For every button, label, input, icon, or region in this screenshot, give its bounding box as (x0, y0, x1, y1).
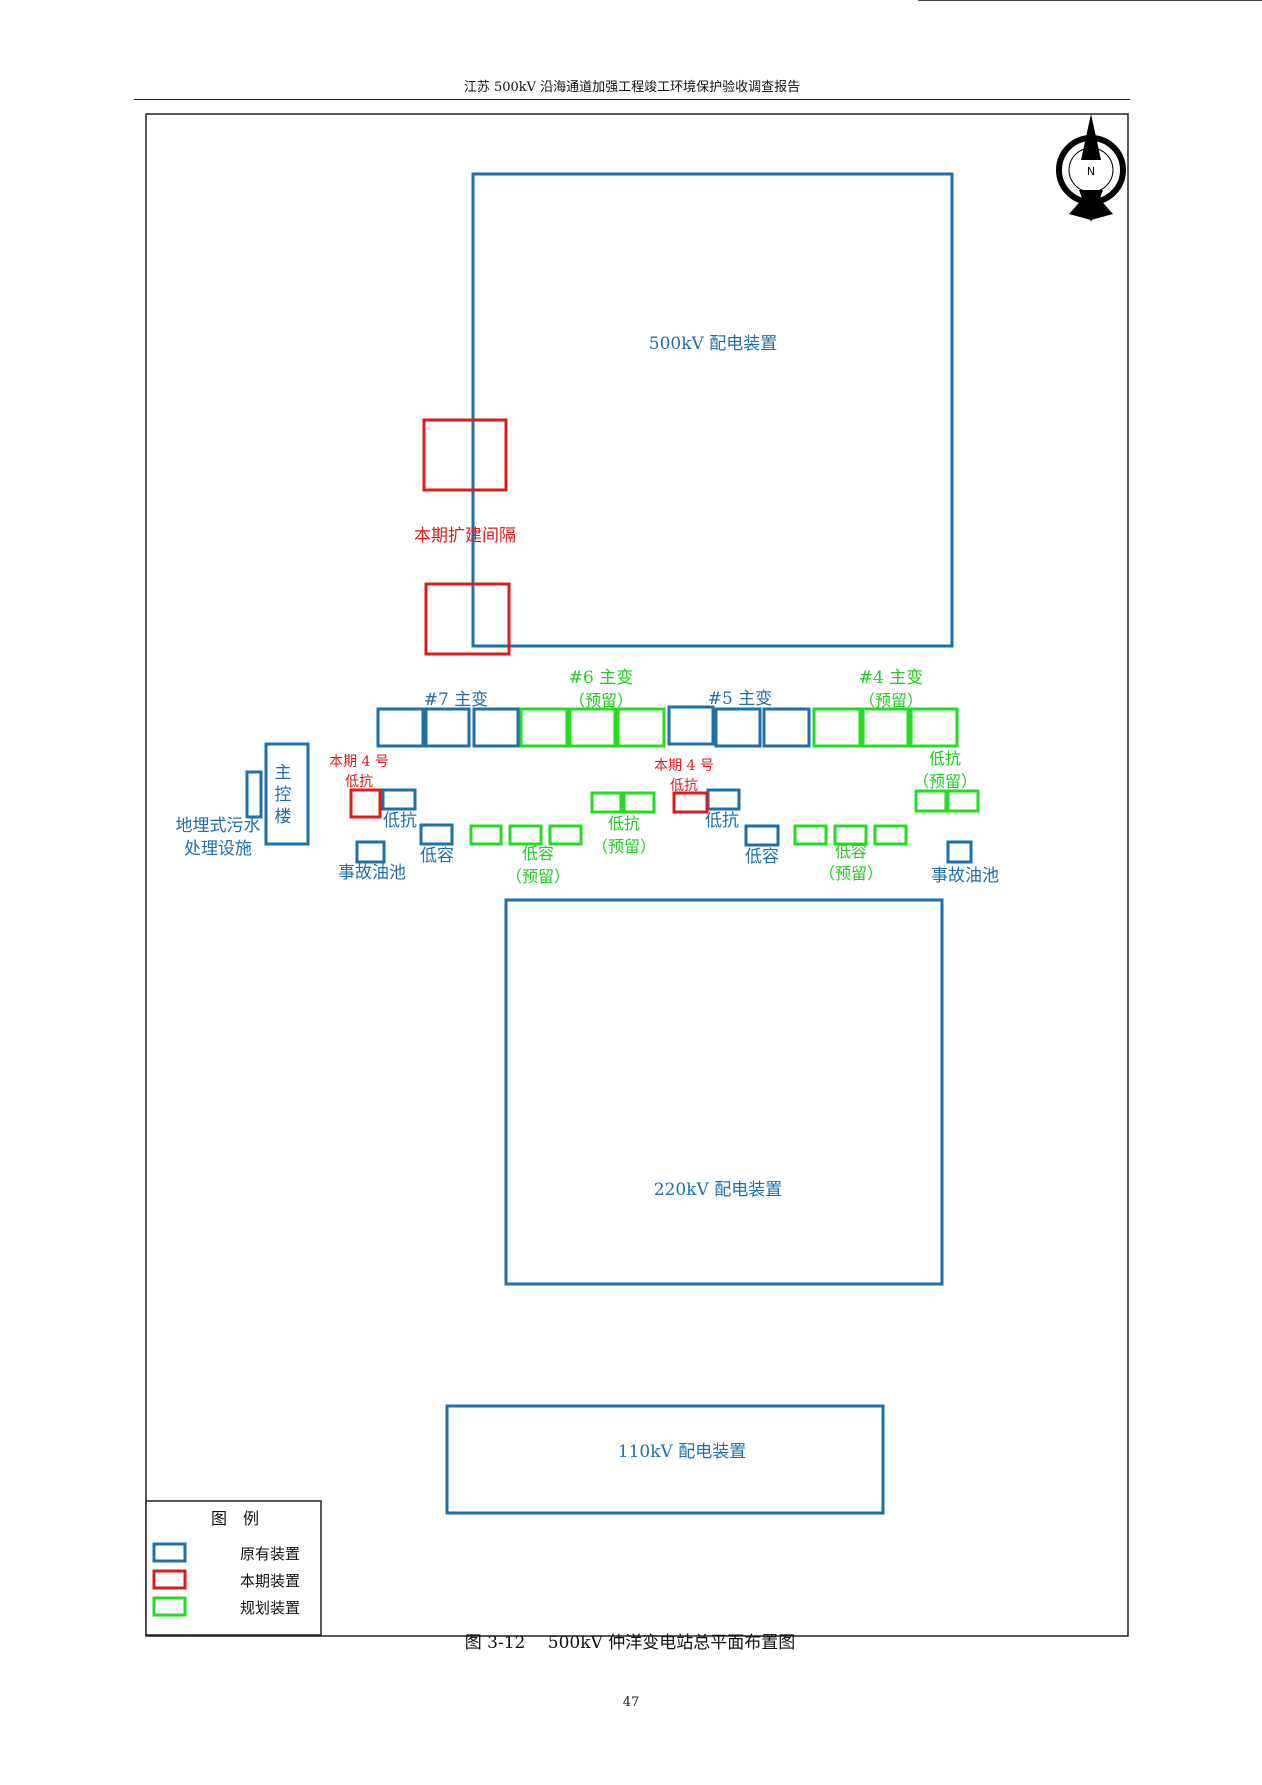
north-arrow-icon: N (1056, 114, 1126, 222)
planned-reactor-right-label: 低抗 (929, 749, 961, 768)
planned-reactor-mid-label: 低抗 (608, 814, 640, 833)
legend-box (145, 1500, 322, 1636)
capacitor-left (419, 823, 454, 846)
legend-title: 图 例 (211, 1509, 259, 1528)
oil-pit-right-label: 事故油池 (931, 866, 999, 886)
sewage-facility (245, 770, 263, 819)
reactor-right-label: 低抗 (705, 811, 739, 831)
corner-rule (918, 0, 1262, 1)
header-rule (134, 99, 1130, 100)
current-reactor-right-label-1: 本期 4 号 (654, 758, 714, 774)
legend-label-planned: 规划装置 (240, 1599, 300, 1617)
t5-unit-a (667, 705, 715, 746)
capacitor-right-label: 低容 (745, 847, 779, 867)
expansion-label: 本期扩建间隔 (414, 526, 516, 546)
kv220-label: 220kV 配电装置 (654, 1180, 782, 1200)
t7-unit-b (424, 707, 471, 748)
planned-cap-right-c (873, 824, 908, 846)
legend-swatch-planned (152, 1596, 187, 1617)
planned-cap-left-a (469, 824, 503, 846)
planned-cap-left-c (548, 824, 583, 846)
planned-reactor-right-reserve: （预留） (913, 772, 977, 791)
t7-label: #7 主变 (424, 690, 488, 710)
t6-unit-b (568, 707, 617, 748)
reactor-right (706, 788, 741, 811)
main-building-label-3: 楼 (275, 807, 292, 827)
planned-reactor-right-b (946, 789, 980, 813)
t5-unit-c (762, 707, 811, 748)
planned-cap-right-reserve: （预留） (819, 864, 883, 883)
t4-label: #4 主变 (859, 668, 923, 688)
planned-cap-left-label: 低容 (522, 844, 554, 863)
t6-reserve-label: （预留） (569, 691, 633, 710)
t6-label: #6 主变 (569, 668, 633, 688)
planned-reactor-mid-reserve: （预留） (592, 837, 656, 856)
capacitor-right (744, 824, 780, 847)
kv500-label: 500kV 配电装置 (649, 334, 777, 354)
t7-unit-a (376, 707, 425, 748)
t5-unit-b (714, 707, 762, 748)
planned-cap-left-reserve: （预留） (506, 867, 570, 886)
expansion-bay-lower (424, 582, 511, 656)
legend: 图 例 原有装置 本期装置 规划装置 (145, 1500, 322, 1636)
main-building-label-2: 控 (275, 785, 292, 805)
current-reactor-right-label-2: 低抗 (670, 778, 698, 794)
kv110-yard (445, 1404, 885, 1515)
legend-label-current: 本期装置 (240, 1572, 300, 1590)
figure-caption: 图 3-12 500kV 仲洋变电站总平面布置图 (464, 1633, 796, 1653)
planned-cap-left-b (508, 824, 543, 846)
page-header: 江苏 500kV 沿海通道加强工程竣工环境保护验收调查报告 (463, 80, 801, 95)
reactor-left-label: 低抗 (383, 811, 417, 831)
legend-swatch-current (152, 1569, 187, 1590)
t4-reserve-label: （预留） (859, 691, 923, 710)
kv500-yard (471, 172, 954, 648)
main-building-label-1: 主 (275, 763, 292, 783)
oil-pit-left-label: 事故油池 (338, 863, 406, 883)
current-reactor-left (349, 788, 382, 819)
oil-pit-right (946, 840, 973, 864)
kv110-label: 110kV 配电装置 (618, 1442, 746, 1462)
current-reactor-left-label-2: 低抗 (345, 774, 373, 790)
t6-unit-a (519, 707, 569, 748)
capacitor-left-label: 低容 (420, 846, 454, 866)
t5-label: #5 主变 (708, 689, 772, 709)
legend-label-existing: 原有装置 (240, 1545, 300, 1563)
kv220-yard (504, 898, 944, 1286)
planned-cap-right-label: 低容 (835, 842, 867, 861)
t4-unit-a (812, 707, 862, 748)
sewage-label-1: 地埋式污水 (176, 816, 261, 836)
planned-reactor-right-a (914, 789, 948, 813)
page-number: 47 (622, 1695, 640, 1710)
diagram-frame (145, 113, 1129, 1637)
t6-unit-c (616, 707, 666, 748)
planned-reactor-mid-a (590, 791, 623, 814)
oil-pit-left (355, 840, 386, 864)
reactor-left (381, 788, 417, 811)
legend-swatch-existing (152, 1542, 187, 1563)
current-reactor-right (672, 791, 709, 814)
expansion-bay-upper (422, 418, 508, 492)
planned-reactor-mid-b (622, 791, 656, 814)
planned-cap-right-b (833, 824, 868, 846)
t4-unit-c (909, 707, 959, 748)
compass-label: N (1087, 165, 1095, 178)
sewage-label-2: 处理设施 (184, 839, 252, 859)
t7-unit-c (472, 707, 520, 748)
t4-unit-b (861, 707, 910, 748)
main-control-building (264, 742, 310, 846)
planned-cap-right-a (793, 824, 828, 846)
current-reactor-left-label-1: 本期 4 号 (329, 754, 389, 770)
